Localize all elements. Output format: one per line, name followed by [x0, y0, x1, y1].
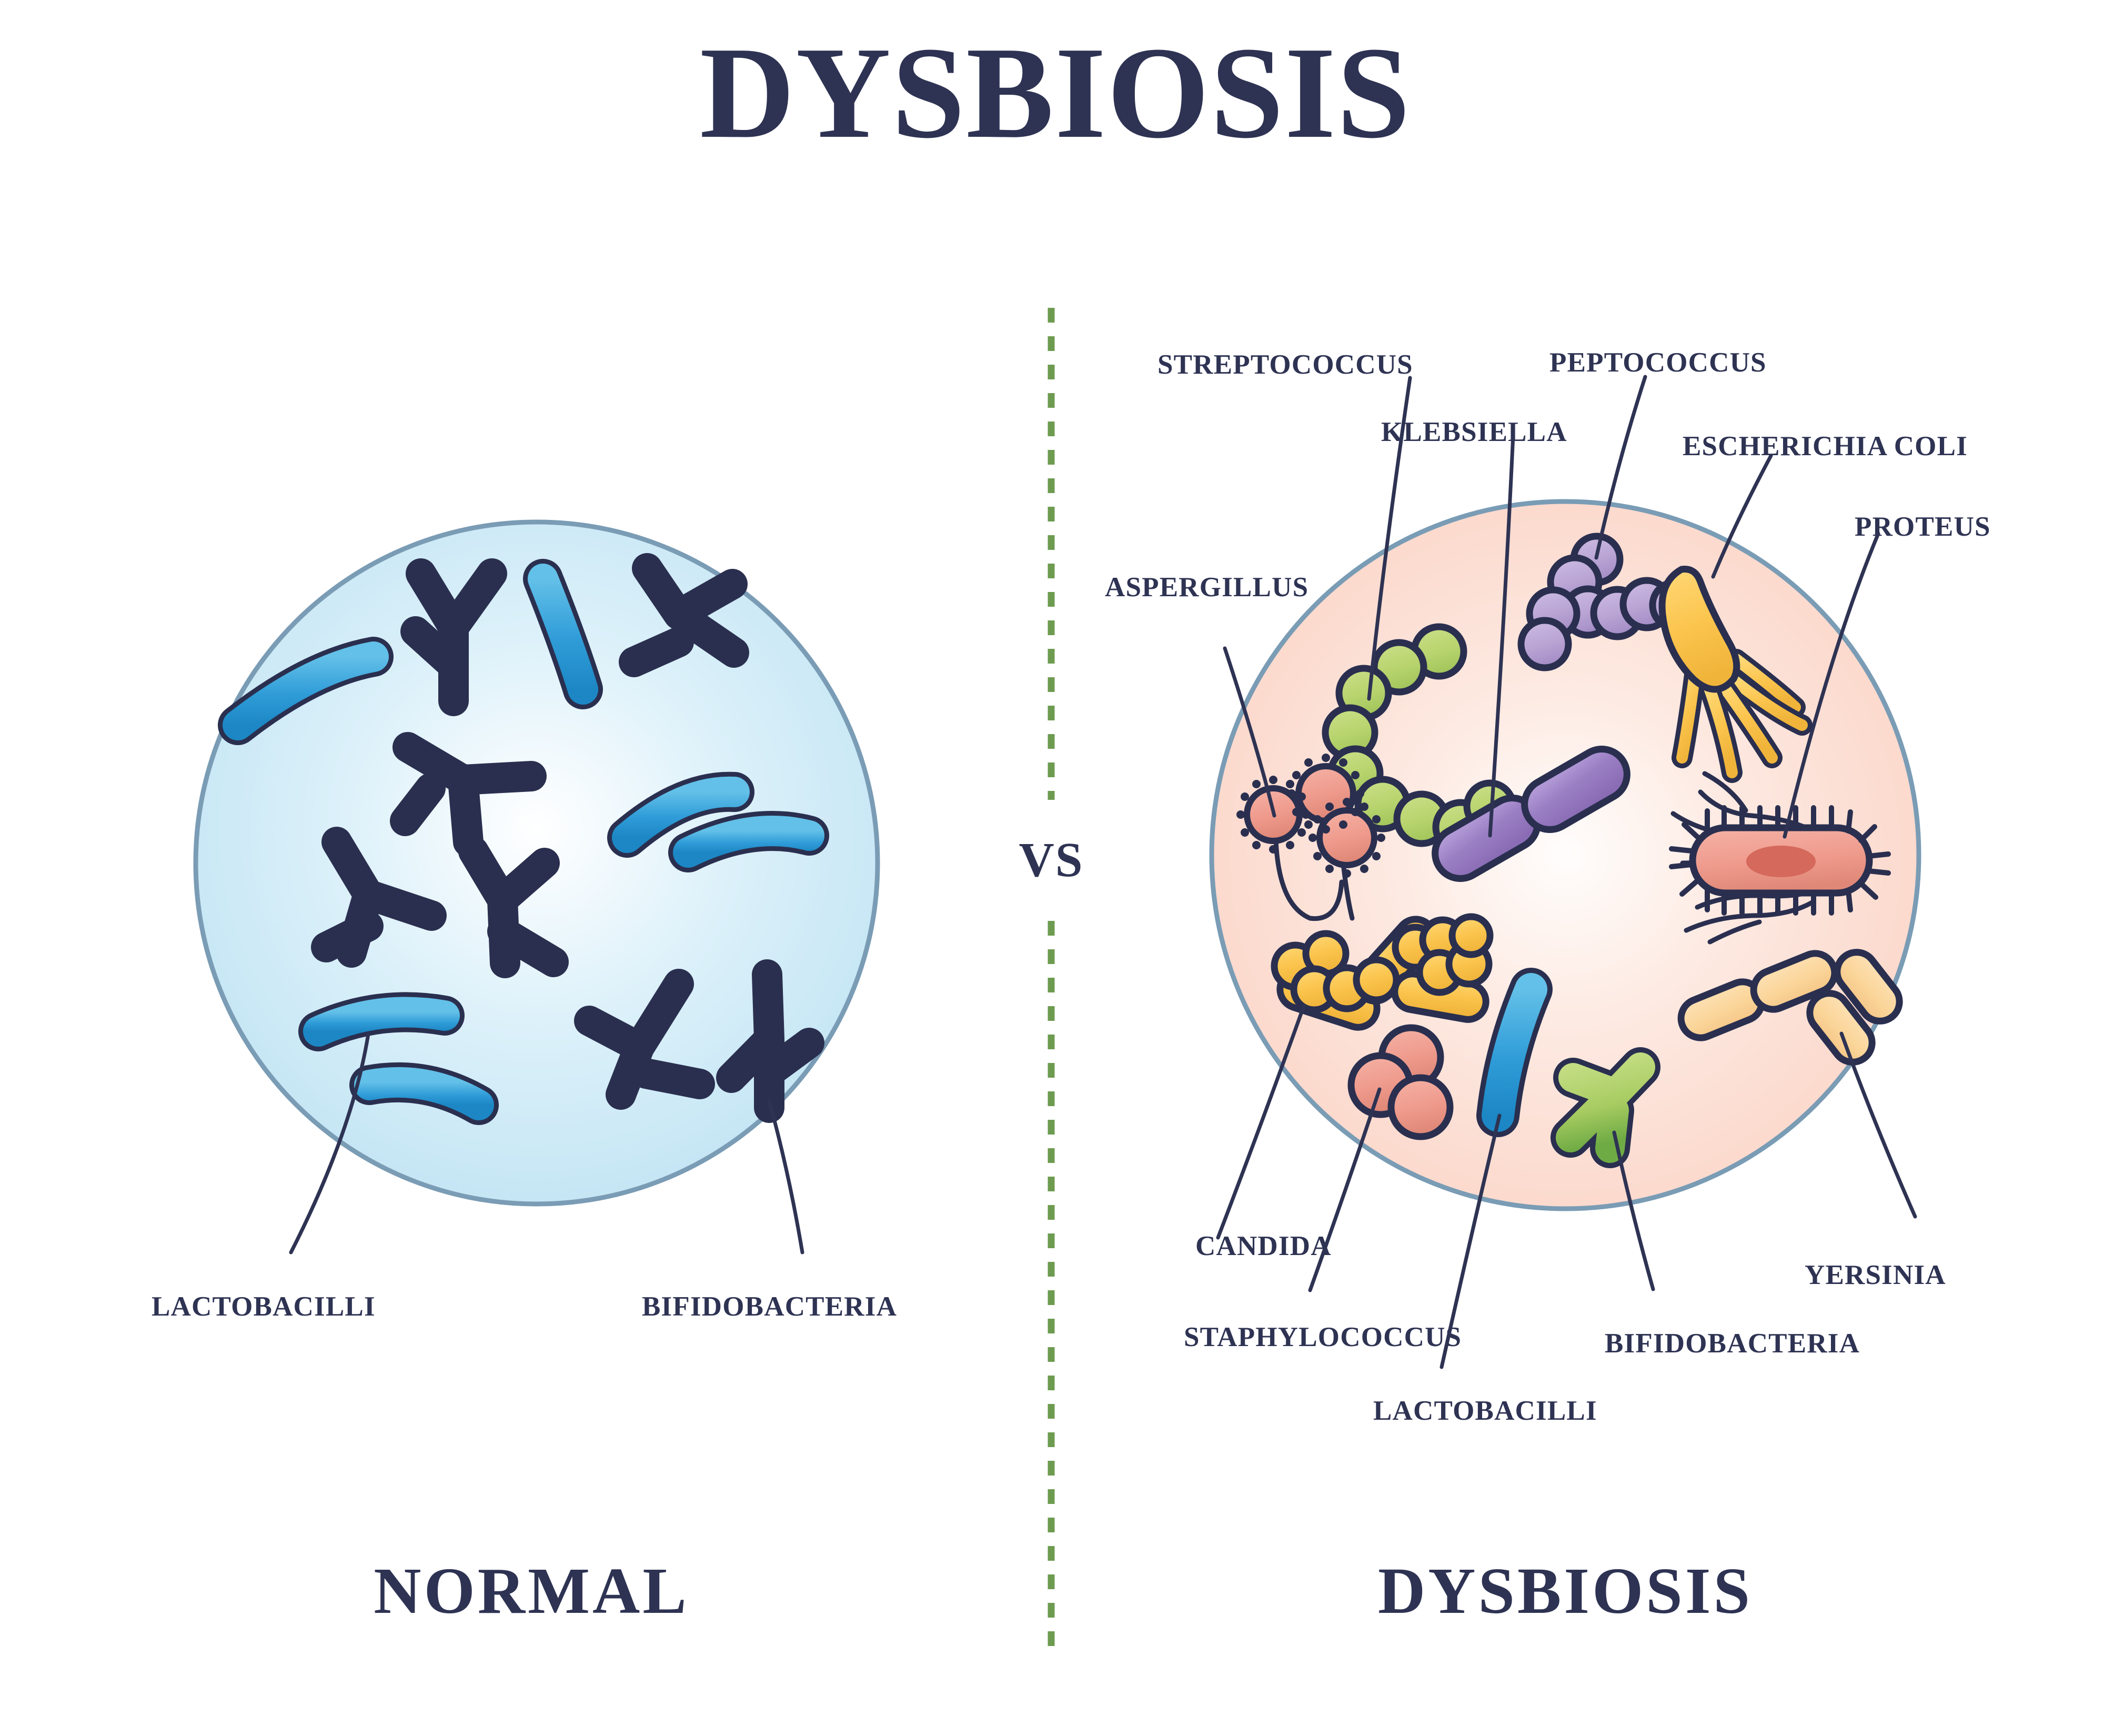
label-bifidobacteria-dys: BIFIDOBACTERIA [1605, 1328, 1860, 1359]
leader-lactobacilli-dys [1439, 1113, 1502, 1369]
page-title: DYSBIOSIS [700, 20, 1411, 166]
candida-organism [1271, 913, 1494, 1031]
normal-panel: LACTOBACILLI BIFIDOBACTERIA [152, 519, 897, 1322]
leader-proteus [1783, 531, 1880, 839]
lactobacilli-organism-dysbiosis [1476, 968, 1553, 1137]
leader-escherichia-coli [1711, 454, 1773, 579]
staphylococcus-organism [1347, 1024, 1454, 1140]
dysbiosis-panel: STREPTOCOCCUS PEPTOCOCCUS KLEBSIELLA ESC… [1105, 347, 1991, 1426]
leader-streptococcus [1367, 376, 1412, 701]
label-proteus: PROTEUS [1855, 511, 1991, 542]
leader-staphylococcus [1308, 1087, 1382, 1292]
label-yersinia: YERSINIA [1805, 1260, 1946, 1290]
leader-klebsiella [1488, 433, 1515, 838]
leader-lactobacilli [289, 1032, 370, 1255]
label-streptococcus: STREPTOCOCCUS [1157, 349, 1413, 380]
label-peptococcus: PEPTOCOCCUS [1549, 347, 1767, 378]
klebsiella-organism [1432, 746, 1630, 882]
lactobacilli-group [218, 559, 829, 1125]
leader-peptococcus [1594, 375, 1647, 560]
label-candida: CANDIDA [1195, 1231, 1332, 1261]
label-aspergillus: ASPERGILLUS [1105, 572, 1308, 603]
label-staphylococcus: STAPHYLOCOCCUS [1184, 1322, 1462, 1352]
proteus-organism [1658, 566, 1813, 783]
leader-candida [1216, 1004, 1306, 1240]
bifidobacteria-organism-dysbiosis [1551, 1047, 1660, 1168]
aspergillus-conidia-dots [1236, 754, 1385, 878]
vs-label: VS [1019, 833, 1084, 887]
escherichia-coli-organism [1669, 771, 1891, 945]
label-klebsiella: KLEBSIELLA [1381, 417, 1567, 447]
caption-normal: NORMAL [374, 1555, 689, 1628]
label-bifidobacteria: BIFIDOBACTERIA [642, 1291, 897, 1322]
leader-aspergillus [1223, 646, 1276, 818]
label-lactobacilli: LACTOBACILLI [152, 1291, 376, 1322]
leader-yersinia [1839, 1031, 1917, 1219]
yersinia-organism [1677, 949, 1903, 1066]
leader-bifidobacteria [767, 1099, 804, 1255]
leader-bifidobacteria-dys [1612, 1130, 1655, 1291]
label-lactobacilli-dys: LACTOBACILLI [1373, 1396, 1597, 1426]
caption-dysbiosis: DYSBIOSIS [1378, 1555, 1753, 1628]
label-escherichia-coli: ESCHERICHIA COLI [1683, 431, 1968, 461]
bifidobacteria-group [311, 553, 824, 1123]
